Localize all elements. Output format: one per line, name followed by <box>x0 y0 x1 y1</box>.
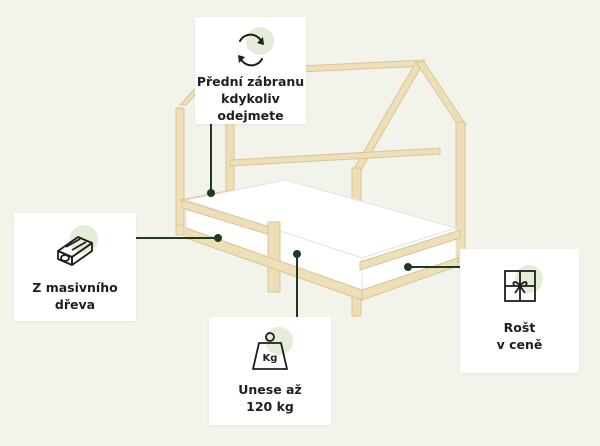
slats-label: Rošt v ceně <box>496 320 543 352</box>
refresh-cycle-icon <box>224 27 278 67</box>
callout-load: Kg Unese až 120 kg <box>209 317 331 425</box>
connector-dots <box>207 189 412 271</box>
callout-front-rail: Přední zábranu kdykoliv odejmete <box>195 17 306 124</box>
callout-connectors <box>120 124 460 317</box>
callout-slats: Rošt v ceně <box>460 249 579 373</box>
callout-solid-wood: Z masivního dřeva <box>14 213 136 321</box>
weight-icon: Kg <box>243 327 297 375</box>
front-rail-label: Přední zábranu kdykoliv odejmete <box>196 74 305 123</box>
gift-box-icon <box>493 265 547 313</box>
wood-plank-icon <box>48 225 102 273</box>
front-rails <box>175 199 461 301</box>
dot-load <box>293 250 301 258</box>
weight-icon-text: Kg <box>263 353 278 364</box>
dot-slats <box>404 263 412 271</box>
dot-solid-wood <box>214 234 222 242</box>
dot-front-rail <box>207 189 215 197</box>
solid-wood-label: Z masivního dřeva <box>32 280 118 312</box>
load-label: Unese až 120 kg <box>238 382 302 414</box>
